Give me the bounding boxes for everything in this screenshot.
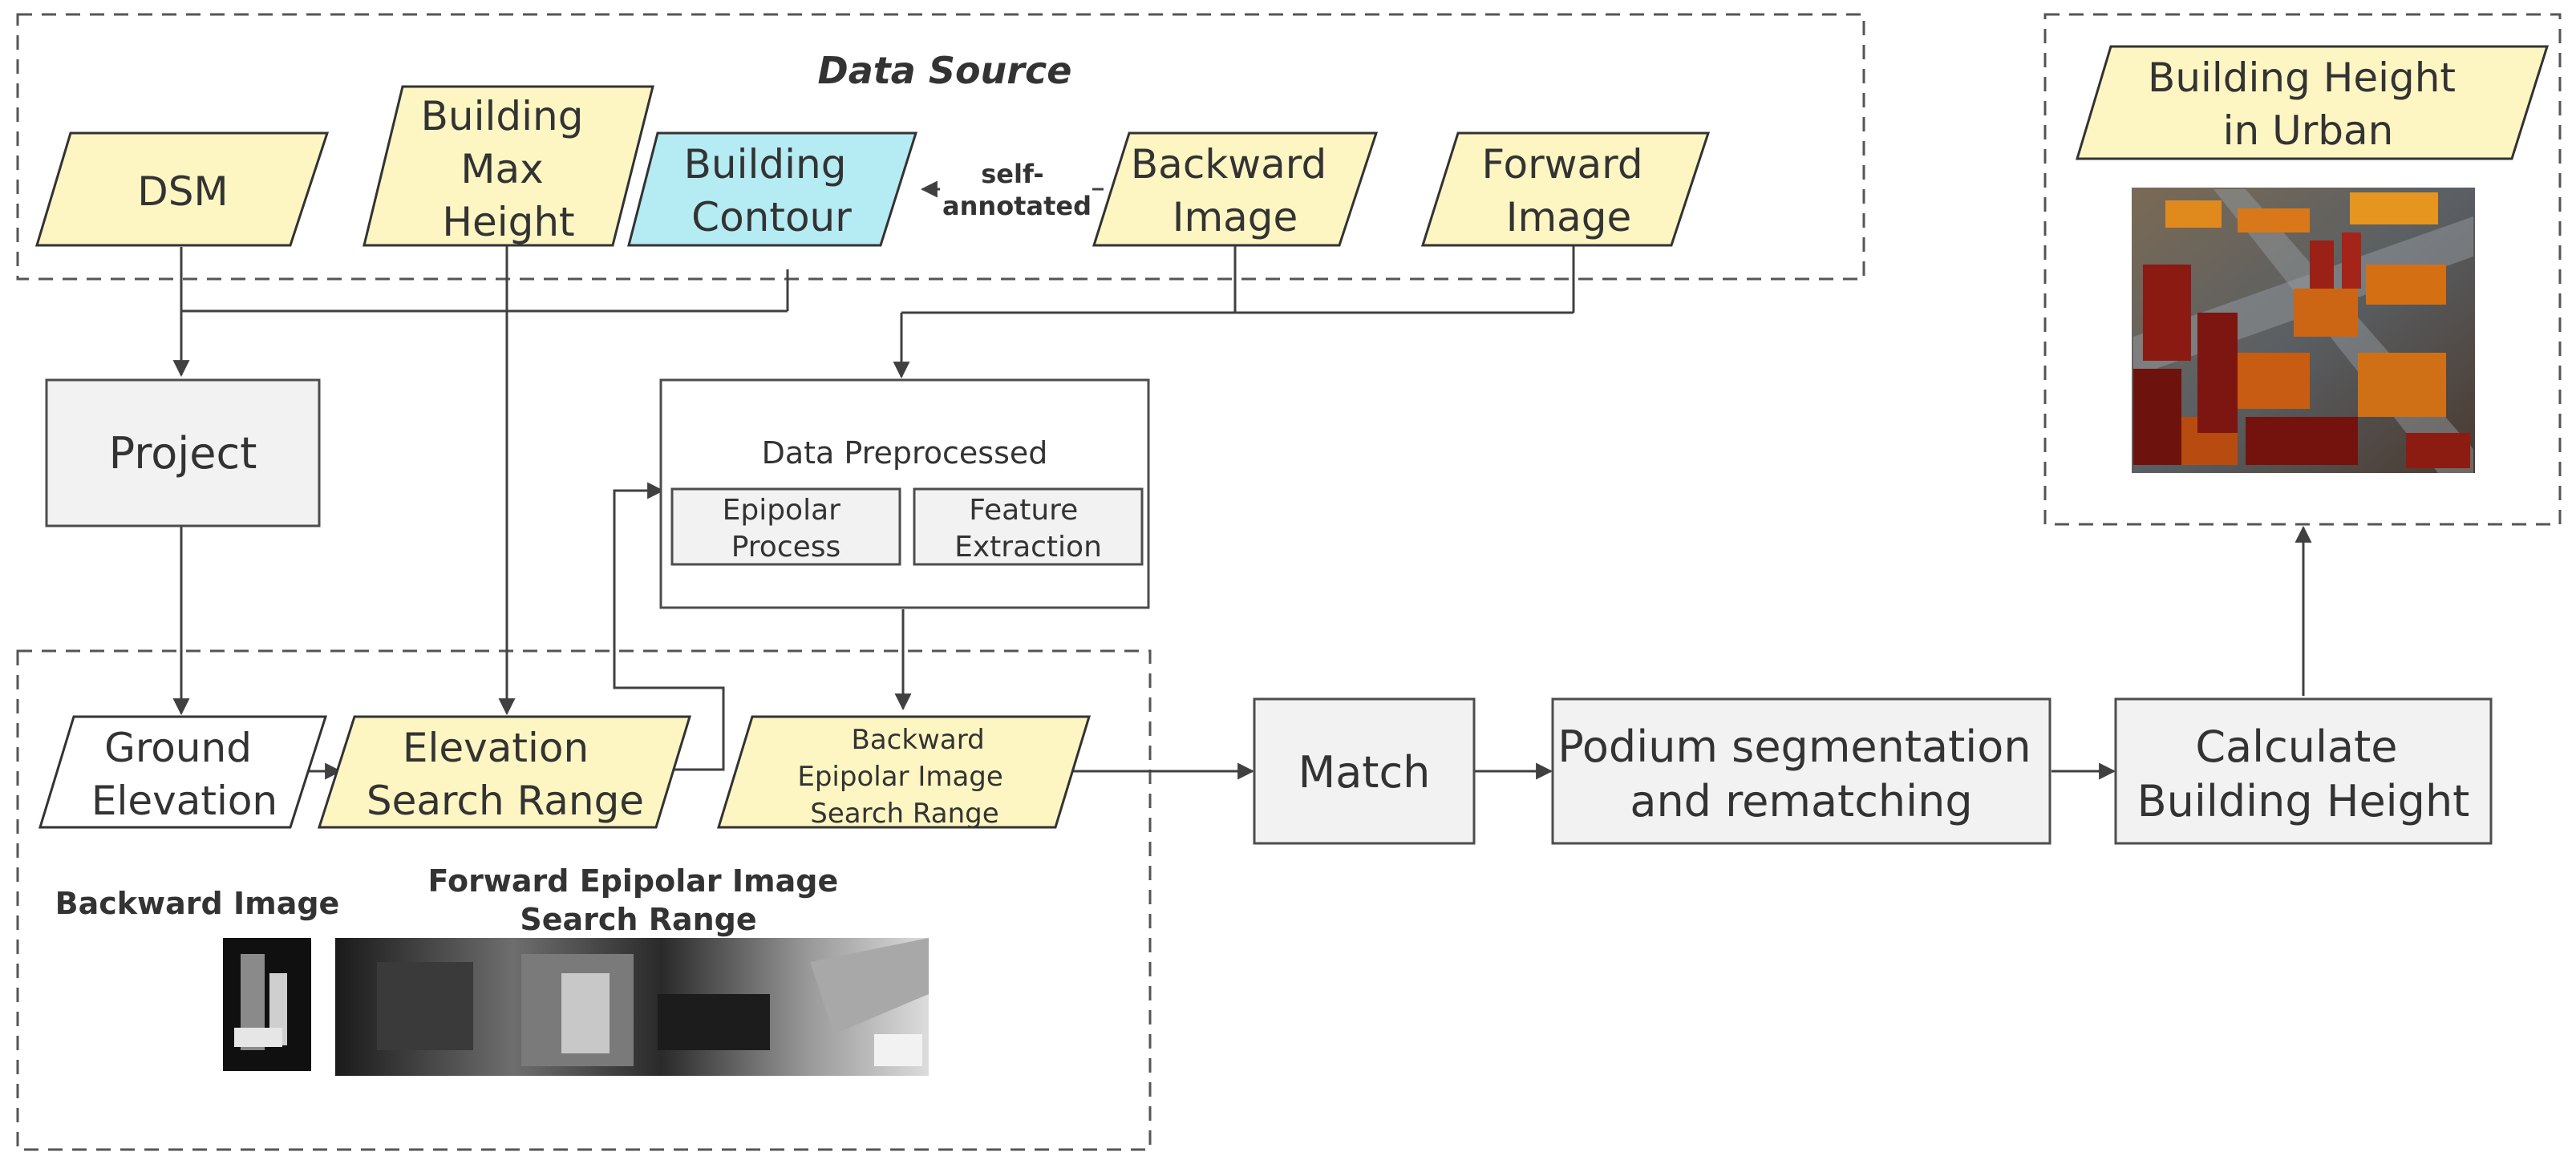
elevation-search-range-node — [317, 715, 692, 829]
backward-image-label: Backward Image — [1131, 141, 1339, 240]
forward-epipolar-caption: Forward Epipolar Image Search Range — [428, 863, 849, 937]
backward-epipolar-range-label: Backward Epipolar Image Search Range — [797, 724, 1011, 830]
match-node — [1253, 697, 1476, 845]
backward-image-node — [1092, 131, 1379, 247]
backward-epipolar-range-node — [716, 715, 1092, 829]
podium-segmentation-node — [1551, 697, 2051, 845]
connectors — [181, 189, 2312, 780]
data-preprocessed-label: Data Preprocessed — [762, 435, 1048, 471]
data-source-group — [16, 13, 1865, 281]
edge-elevation-epipolar — [613, 482, 725, 771]
ground-elevation-node — [38, 715, 328, 829]
forward-image-label: Forward Image — [1482, 141, 1656, 240]
project-node — [45, 378, 321, 527]
building-max-height-label: Building Max Height — [421, 93, 597, 245]
epipolar-process-label: Epipolar Process — [723, 494, 850, 564]
calculate-height-label: Calculate Building Height — [2137, 721, 2470, 827]
backward-image-patch — [223, 938, 311, 1071]
data-source-title: Data Source — [818, 49, 1072, 92]
dsm-label: DSM — [137, 168, 228, 215]
calculate-height-node — [2114, 697, 2493, 845]
feature-extraction-node — [913, 487, 1144, 566]
dsm-node — [34, 131, 330, 247]
feature-extraction-label: Feature Extraction — [954, 494, 1102, 564]
building-height-urban-node — [2075, 45, 2550, 160]
search-range-group — [16, 649, 1152, 1151]
podium-segmentation-label: Podium segmentation and rematching — [1557, 721, 2045, 827]
project-label: Project — [109, 428, 257, 479]
building-contour-node — [627, 131, 918, 247]
self-annotated-label: self- annotated — [942, 159, 1092, 221]
building-height-urban-label: Building Height in Urban — [2148, 55, 2469, 154]
building-contour-label: Building Contour — [684, 141, 860, 240]
match-label: Match — [1298, 747, 1431, 798]
elevation-search-range-label: Elevation Search Range — [367, 725, 644, 824]
ground-elevation-label: Ground Elevation — [91, 725, 277, 824]
forward-image-node — [1420, 131, 1711, 247]
urban-height-render-image — [2132, 188, 2475, 473]
edge-dsm-project — [181, 247, 789, 375]
epipolar-process-node — [670, 487, 901, 566]
forward-epipolar-range-patch — [335, 938, 929, 1076]
building-max-height-node — [363, 85, 654, 247]
output-group — [2043, 13, 2562, 526]
backward-image-caption: Backward Image — [55, 886, 340, 921]
edge-images-preprocess — [901, 244, 1575, 377]
